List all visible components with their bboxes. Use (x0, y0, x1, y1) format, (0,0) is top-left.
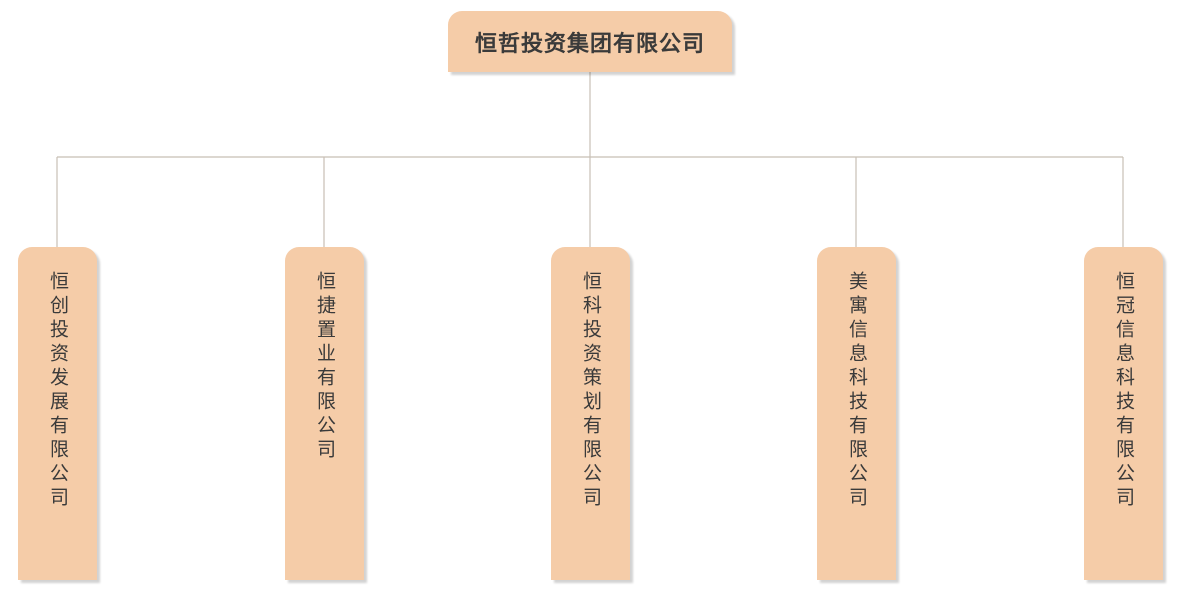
child-node-label: 恒科投资策划有限公司 (580, 271, 602, 511)
child-node-1: 恒创投资发展有限公司 (18, 247, 97, 580)
root-node-label: 恒哲投资集团有限公司 (474, 31, 705, 57)
child-node-label: 恒创投资发展有限公司 (47, 271, 69, 511)
root-node: 恒哲投资集团有限公司 (448, 11, 732, 72)
child-node-label: 恒捷置业有限公司 (314, 271, 336, 463)
child-node-4: 美寓信息科技有限公司 (817, 247, 896, 580)
child-node-3: 恒科投资策划有限公司 (551, 247, 630, 580)
child-node-2: 恒捷置业有限公司 (285, 247, 364, 580)
child-node-5: 恒冠信息科技有限公司 (1084, 247, 1163, 580)
child-node-label: 美寓信息科技有限公司 (846, 271, 868, 511)
child-node-label: 恒冠信息科技有限公司 (1113, 271, 1135, 511)
